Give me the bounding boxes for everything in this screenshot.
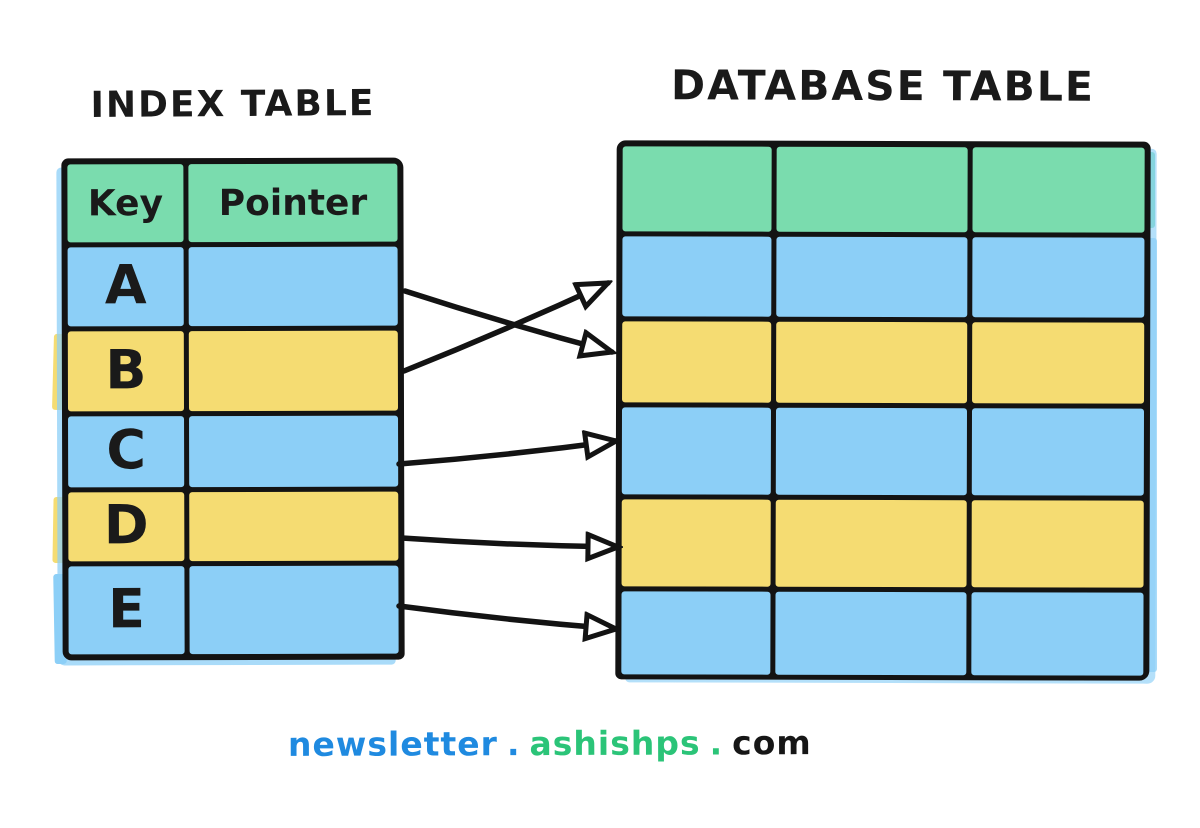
index-key-cell-B: B — [67, 331, 185, 412]
footer-segment-com: com — [732, 723, 812, 763]
pointer-arrow-D-to-db-row4 — [399, 538, 618, 547]
footer-segment-ashishps: ashishps — [529, 723, 701, 764]
pointer-arrow-C-to-db-row3 — [396, 441, 616, 467]
footer-url: newsletter.ashishps.com — [288, 723, 812, 764]
db-header-cell — [972, 147, 1145, 233]
index-key-cell-D: D — [68, 492, 185, 562]
pointer-arrow-A-to-db-row2 — [402, 288, 612, 352]
index-pointer-cell-B — [188, 330, 399, 412]
database-table-title: DATABASE TABLE — [671, 61, 1095, 111]
index-header-key-cell: Key — [67, 164, 184, 243]
db-row3-cell2 — [971, 408, 1145, 496]
footer-segment-newsletter: newsletter — [287, 724, 498, 764]
index-pointer-cell-D — [189, 491, 399, 562]
db-row3-cell0 — [621, 407, 772, 495]
index-key-cell-A: A — [67, 247, 184, 327]
footer-segment-dot: . — [506, 724, 521, 764]
footer-segment-dot: . — [709, 723, 724, 763]
index-key-cell-C: C — [68, 416, 185, 488]
index-pointer-cell-E — [189, 565, 399, 655]
pointer-arrow-E-to-db-row5 — [396, 603, 616, 629]
database-table — [615, 140, 1151, 681]
db-row4-cell0 — [621, 499, 771, 587]
db-row4-cell2 — [971, 500, 1144, 588]
index-key-letter: D — [103, 493, 149, 557]
pointer-arrow-B-to-db-row1 — [401, 283, 608, 374]
db-header-cell — [776, 146, 968, 233]
index-pointer-cell-A — [188, 246, 398, 327]
db-header-cell — [622, 146, 772, 232]
db-row2-cell1 — [776, 321, 968, 404]
db-row5-cell1 — [775, 591, 967, 676]
index-header-pointer-cell: Pointer — [188, 163, 398, 243]
index-table-title: INDEX TABLE — [90, 83, 376, 126]
db-row1-cell2 — [972, 237, 1145, 318]
db-row2-cell0 — [622, 321, 772, 403]
index-header-key-label: Key — [87, 182, 164, 224]
db-row1-cell1 — [776, 236, 968, 318]
index-key-letter: E — [107, 576, 146, 640]
index-key-cell-E: E — [68, 566, 185, 655]
db-row5-cell2 — [971, 592, 1144, 676]
db-row5-cell0 — [621, 591, 771, 675]
index-header-pointer-label: Pointer — [218, 182, 368, 224]
db-row4-cell1 — [775, 499, 967, 588]
db-row3-cell1 — [775, 407, 968, 496]
color-bleed — [1146, 238, 1157, 672]
index-pointer-cell-C — [189, 415, 399, 488]
index-key-letter: A — [104, 253, 147, 317]
db-row1-cell0 — [622, 236, 772, 317]
index-key-letter: C — [106, 418, 147, 482]
index-key-letter: B — [105, 337, 147, 401]
db-row2-cell2 — [972, 322, 1145, 404]
